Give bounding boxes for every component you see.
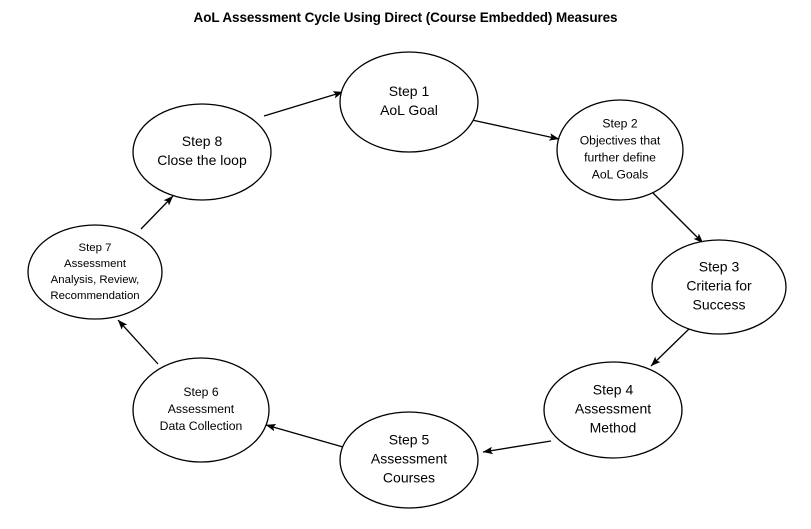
node-label-step-2-line-1: Step 2 <box>602 117 637 131</box>
arrow-layer <box>117 91 704 455</box>
node-label-step-8-line-2: Close the loop <box>157 152 247 168</box>
node-label-step-2-line-3: further define <box>584 151 656 165</box>
node-label-step-3-line-1: Step 3 <box>699 259 740 275</box>
flow-arrow-step-2-to-step-3 <box>652 192 704 244</box>
node-step-1[interactable]: Step 1 AoL Goal <box>339 51 479 153</box>
node-shape-step-8 <box>132 103 272 201</box>
node-shape-step-5 <box>339 411 479 509</box>
node-label-step-4-line-3: Method <box>590 420 637 436</box>
node-shape-step-2 <box>556 99 684 201</box>
flow-arrow-step-5-to-step-6 <box>265 424 344 448</box>
node-label-step-3-line-2: Criteria for <box>686 278 752 294</box>
node-shape-step-1 <box>339 51 479 153</box>
flow-arrow-step-4-to-step-5 <box>482 440 552 455</box>
node-label-step-8-line-1: Step 8 <box>182 133 223 149</box>
flow-arrow-step-1-to-step-2 <box>471 119 560 141</box>
node-label-step-6-line-2: Assessment <box>168 402 235 416</box>
node-label-step-5-line-2: Assessment <box>371 451 447 467</box>
node-shape-step-4 <box>543 361 683 459</box>
node-label-step-2-line-4: AoL Goals <box>592 168 648 182</box>
node-label-step-2-line-2: Objectives that <box>580 134 661 148</box>
node-label-step-5-line-3: Courses <box>383 470 435 486</box>
node-step-8[interactable]: Step 8 Close the loop <box>132 103 272 201</box>
node-shape-step-6 <box>132 357 270 463</box>
node-label-step-3-line-3: Success <box>693 297 746 313</box>
node-shape-step-7 <box>27 224 163 320</box>
node-label-step-1-line-2: AoL Goal <box>380 102 438 118</box>
node-label-step-7-line-2: Assessment <box>64 258 127 270</box>
node-label-step-1-line-1: Step 1 <box>389 83 430 99</box>
node-shape-step-3 <box>651 239 787 335</box>
page-title: AoL Assessment Cycle Using Direct (Cours… <box>193 10 618 25</box>
node-label-step-7-line-3: Analysis, Review, <box>51 274 140 286</box>
flow-arrow-step-6-to-step-7 <box>117 319 159 365</box>
node-label-step-4-line-2: Assessment <box>575 401 651 417</box>
node-label-step-5-line-1: Step 5 <box>389 432 430 448</box>
flow-arrow-step-3-to-step-4 <box>650 326 692 367</box>
node-label-step-4-line-1: Step 4 <box>593 382 634 398</box>
node-label-step-7-line-1: Step 7 <box>79 242 112 254</box>
node-label-step-7-line-4: Recommendation <box>50 290 139 302</box>
node-label-step-6-line-1: Step 6 <box>183 385 218 399</box>
flow-arrow-step-7-to-step-8 <box>140 195 174 230</box>
node-label-step-6-line-3: Data Collection <box>160 419 243 433</box>
flow-arrow-step-8-to-step-1 <box>263 91 344 117</box>
